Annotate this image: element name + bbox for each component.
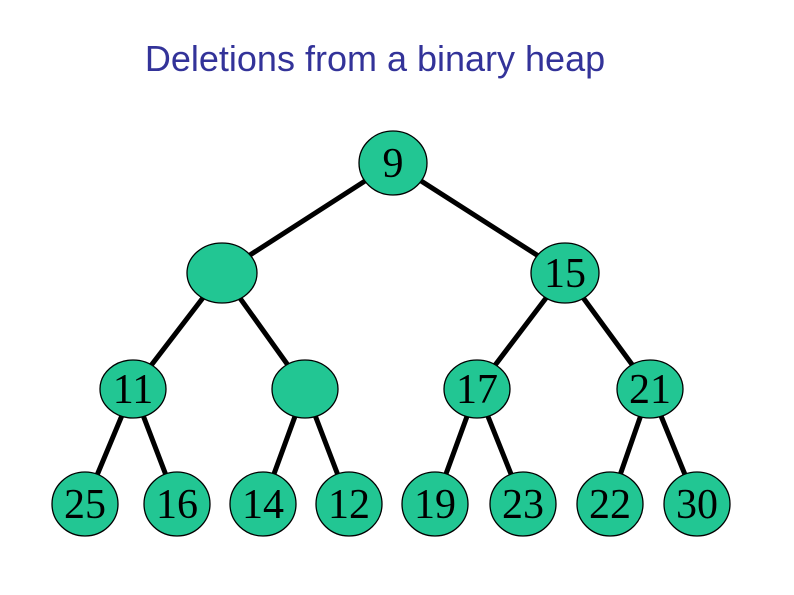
tree-node-19: 19 [401,471,469,537]
node-ellipse-14 [229,471,297,537]
tree-node-30: 30 [663,471,731,537]
node-label-21: 21 [629,367,671,413]
tree-node-14: 14 [229,471,297,537]
node-label-12: 12 [328,482,370,528]
node-ellipse-25 [51,471,119,537]
tree-node-16: 16 [143,471,211,537]
node-label-17: 17 [456,367,498,413]
tree-node-25: 25 [51,471,119,537]
node-label-19: 19 [414,482,456,528]
tree-node-15: 15 [530,242,600,304]
node-ellipse-16 [143,471,211,537]
node-ellipse-30 [663,471,731,537]
node-label-22: 22 [589,482,631,528]
node-ellipse-23 [489,471,557,537]
tree-node-12: 12 [315,471,383,537]
node-label-30: 30 [676,482,718,528]
node-ellipse-17 [443,359,511,419]
node-ellipse-15 [530,242,600,304]
node-ellipse-22 [576,471,644,537]
node-ellipse-root [358,130,428,196]
node-label-root: 9 [383,141,404,187]
node-label-11: 11 [113,367,153,413]
node-ellipse-19 [401,471,469,537]
tree-node-22: 22 [576,471,644,537]
tree-node-21: 21 [616,359,684,419]
tree-node-l2-left-empty [186,242,258,304]
node-ellipse-l3-empty [271,359,339,419]
tree-node-11: 11 [99,359,167,419]
node-ellipse-11 [99,359,167,419]
node-ellipse-l2-left [186,242,258,304]
node-label-25: 25 [64,482,106,528]
tree-node-l3-empty [271,359,339,419]
node-label-16: 16 [156,482,198,528]
tree-node-root: 9 [358,130,428,196]
slide-title: Deletions from a binary heap [144,38,606,79]
node-ellipse-12 [315,471,383,537]
node-ellipse-21 [616,359,684,419]
tree-edges [82,160,700,507]
tree-node-17: 17 [443,359,511,419]
node-label-15: 15 [544,251,586,297]
tree-node-23: 23 [489,471,557,537]
node-label-23: 23 [502,482,544,528]
node-label-14: 14 [242,482,284,528]
